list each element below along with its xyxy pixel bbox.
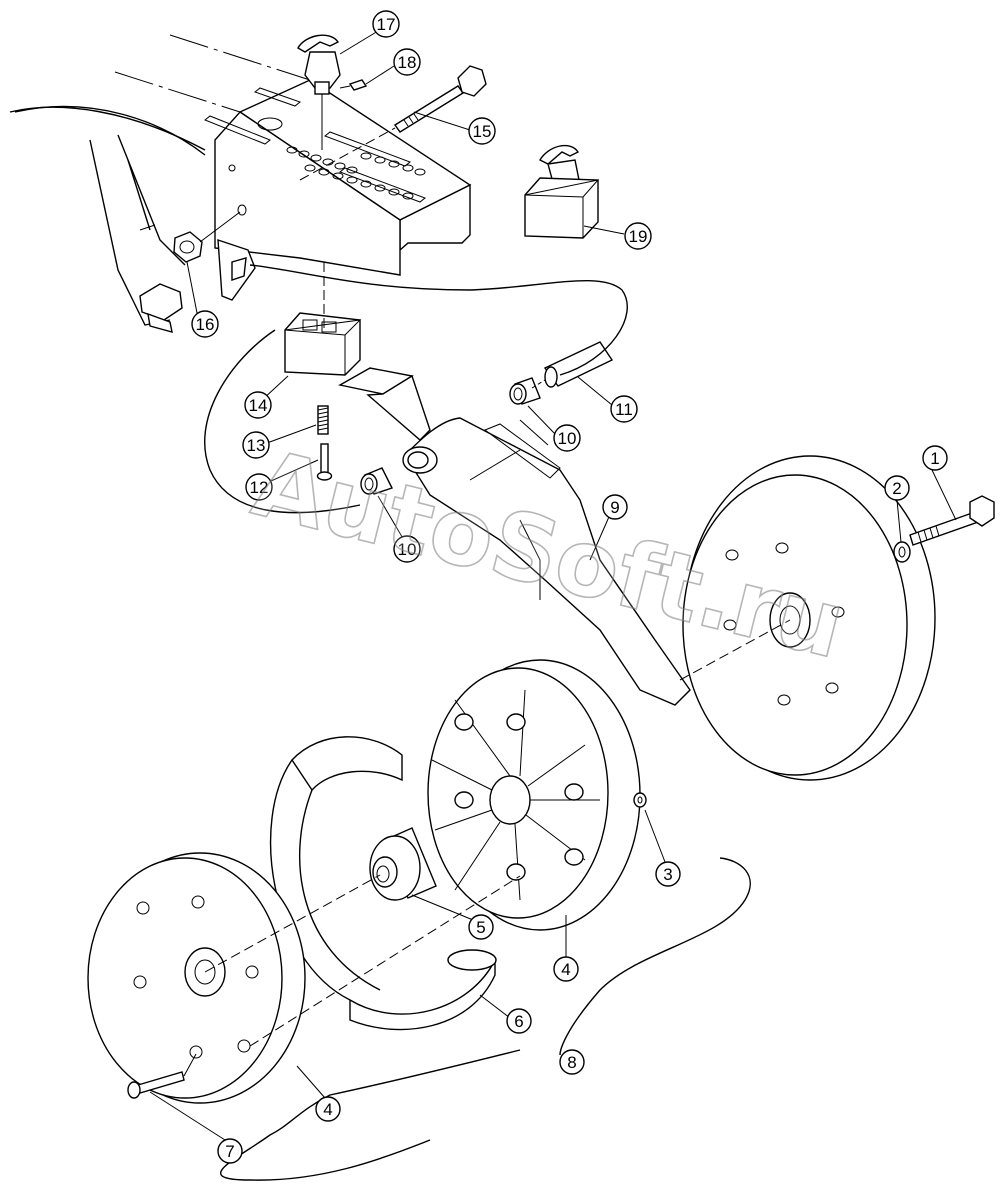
callout-5-label: 5 [476, 918, 485, 937]
callout-4-upper-label: 4 [561, 960, 570, 979]
callout-7-label: 7 [225, 1142, 234, 1161]
bolt-15-icon [299, 65, 487, 181]
callout-10-lower-label: 10 [398, 540, 417, 559]
callout-13-label: 13 [247, 436, 266, 455]
callouts: 1 2 3 4 4 5 6 7 [191, 10, 948, 1164]
callout-19: 19 [624, 222, 652, 250]
callout-14-label: 14 [249, 396, 268, 415]
pin-12-icon [316, 443, 333, 481]
callout-2: 2 [884, 475, 910, 501]
callout-9: 9 [602, 494, 628, 520]
callout-19-label: 19 [629, 227, 648, 246]
callout-15: 15 [468, 117, 496, 145]
wheel-half-lower-icon [87, 852, 521, 1104]
callout-17: 17 [372, 10, 400, 38]
callout-17-label: 17 [377, 15, 396, 34]
callout-8-label: 8 [567, 1053, 576, 1072]
callout-10-lower: 10 [393, 535, 421, 563]
callout-16-label: 16 [196, 315, 215, 334]
callout-6-label: 6 [514, 1012, 523, 1031]
callout-4-lower-label: 4 [323, 1100, 332, 1119]
callout-3-label: 3 [663, 865, 672, 884]
callout-2-label: 2 [892, 479, 901, 498]
mount-arm [9, 106, 241, 333]
pin-18-icon [339, 79, 368, 91]
callout-13: 13 [242, 431, 270, 459]
arm-nut-icon [139, 283, 183, 333]
frame-holes [286, 146, 426, 200]
callout-15-label: 15 [473, 122, 492, 141]
leader-lines [149, 30, 957, 1141]
shaft-11-icon [531, 341, 614, 389]
callout-4-lower: 4 [315, 1096, 341, 1122]
callout-1: 1 [922, 445, 948, 471]
block-14-icon [284, 262, 362, 376]
callout-11-label: 11 [615, 400, 633, 419]
washer-2-icon [893, 541, 911, 563]
callout-11: 11 [610, 395, 638, 423]
callout-18-label: 18 [398, 53, 417, 72]
callout-7: 7 [217, 1138, 243, 1164]
assembly-boundary-lines [14, 105, 751, 1181]
pivot-arm-9-icon [338, 367, 691, 706]
callout-1-label: 1 [930, 449, 939, 468]
callout-9-label: 9 [610, 498, 619, 517]
callout-3: 3 [655, 861, 681, 887]
callout-12: 12 [245, 473, 273, 501]
bolt-7-icon [127, 1053, 197, 1099]
callout-14: 14 [244, 391, 272, 419]
bushing-10-upper-icon [509, 377, 541, 405]
callout-16: 16 [191, 310, 219, 338]
callout-4-upper: 4 [553, 956, 579, 982]
nut-3-icon [633, 792, 647, 808]
bushing-10-lower-icon [360, 467, 393, 495]
block-19-icon [524, 144, 600, 239]
callout-10-upper: 10 [553, 424, 581, 452]
nut-16-icon [173, 211, 241, 263]
callout-5: 5 [468, 914, 494, 940]
callout-10-upper-label: 10 [558, 429, 577, 448]
press-wheel-right-icon [679, 455, 936, 781]
frame-beam [114, 34, 472, 301]
clamp-17-icon [297, 34, 341, 150]
wheel-hub-half-icon [427, 659, 641, 931]
callout-12-label: 12 [250, 478, 269, 497]
bearing-5-icon [369, 827, 437, 901]
callout-8: 8 [559, 1049, 585, 1075]
bolt-1-icon [909, 495, 995, 546]
hub-spokes [431, 689, 600, 901]
spring-13-icon [317, 405, 329, 435]
callout-18: 18 [393, 48, 421, 76]
tire-6-icon [269, 736, 497, 1031]
callout-6: 6 [506, 1008, 532, 1034]
